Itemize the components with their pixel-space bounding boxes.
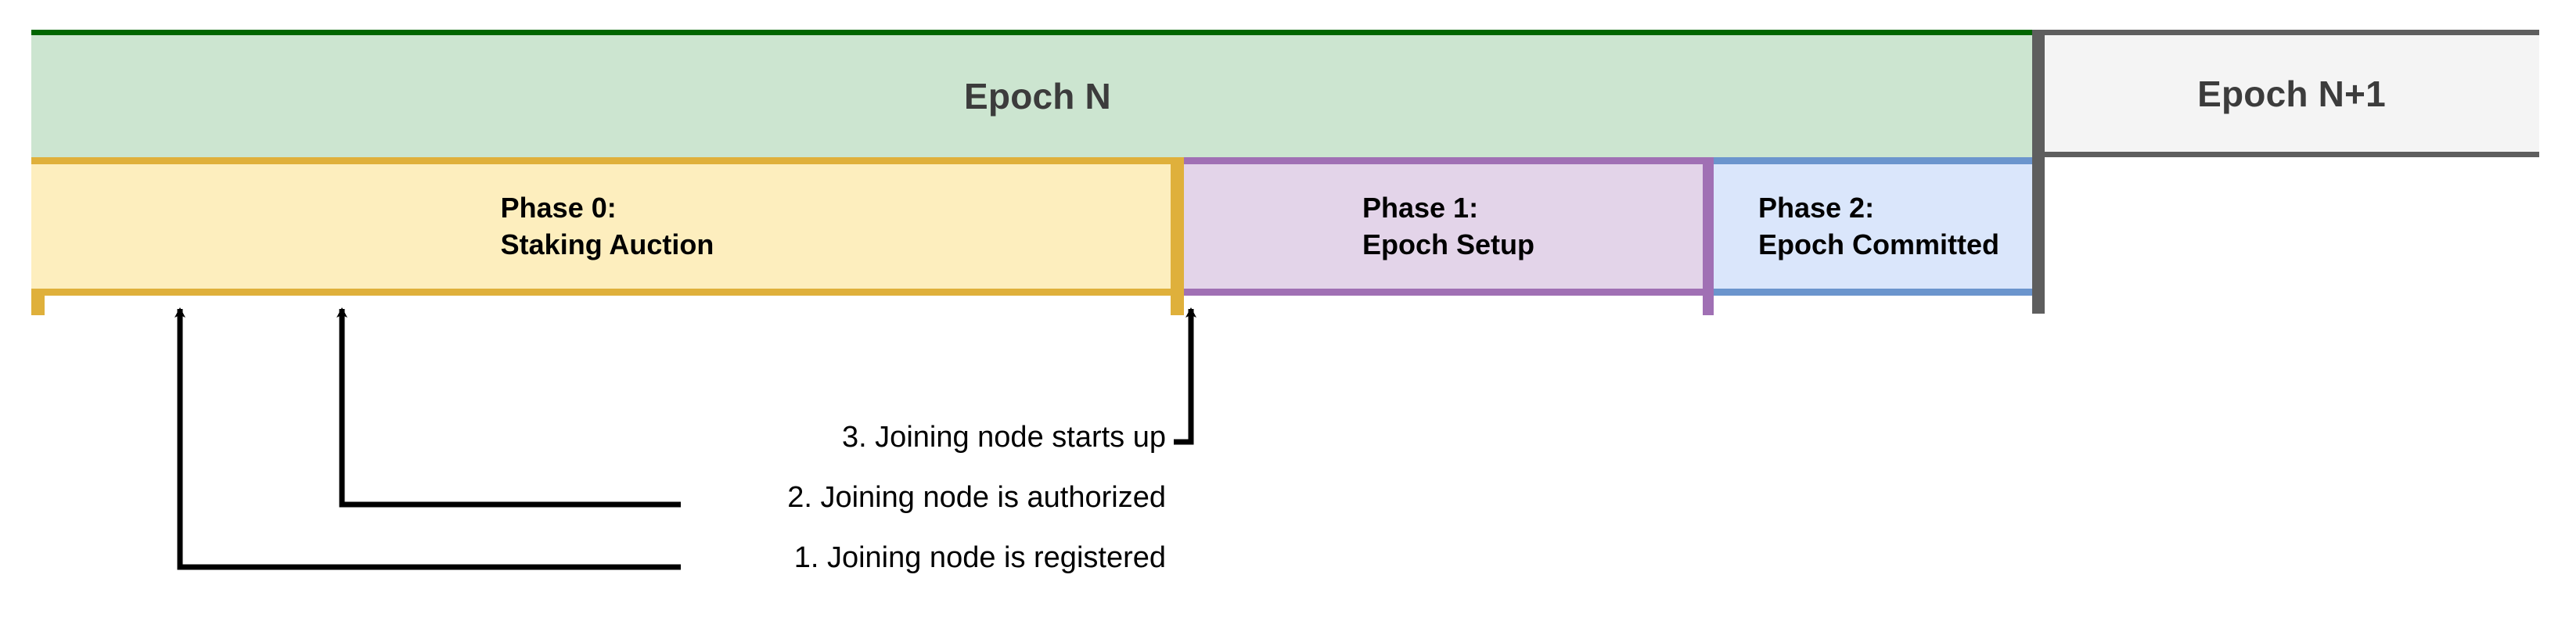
- annotation-label-3-text: 3. Joining node starts up: [841, 421, 1166, 454]
- phase-2-subtitle: Epoch Committed: [1758, 228, 1999, 260]
- phase-0-right-accent-bar: [1171, 157, 1184, 315]
- annotation-label-1-text: 1. Joining node is registered: [793, 541, 1166, 574]
- annotation-label-2: 2. Joining node is authorized: [618, 481, 1166, 515]
- phase-2-title: Phase 2:: [1758, 192, 1875, 224]
- leader-line-2: [336, 307, 681, 508]
- phase-1-right-accent-bar: [1703, 157, 1714, 315]
- annotation-label-1: 1. Joining node is registered: [618, 541, 1166, 575]
- phase-2-block: Phase 2: Epoch Committed: [1714, 157, 2044, 296]
- epoch-n-block: Epoch N: [31, 30, 2044, 157]
- annotation-label-3: 3. Joining node starts up: [618, 421, 1166, 454]
- epoch-n-plus-1-block: Epoch N+1: [2044, 30, 2539, 157]
- phase-1-block: Phase 1: Epoch Setup: [1184, 157, 1713, 296]
- phase-0-title: Phase 0:: [500, 192, 617, 224]
- epoch-n-label: Epoch N: [964, 76, 1111, 117]
- phase-0-block: Phase 0: Staking Auction: [31, 157, 1183, 296]
- epoch-boundary-divider: [2032, 30, 2045, 314]
- epoch-n-plus-1-label: Epoch N+1: [2197, 73, 2386, 114]
- phase-1-title: Phase 1:: [1362, 192, 1479, 224]
- leader-line-1: [174, 307, 681, 570]
- annotation-label-2-text: 2. Joining node is authorized: [787, 481, 1166, 514]
- phase-0-subtitle: Staking Auction: [500, 228, 714, 260]
- leader-line-3: [1174, 307, 1196, 445]
- phase-1-subtitle: Epoch Setup: [1362, 228, 1534, 260]
